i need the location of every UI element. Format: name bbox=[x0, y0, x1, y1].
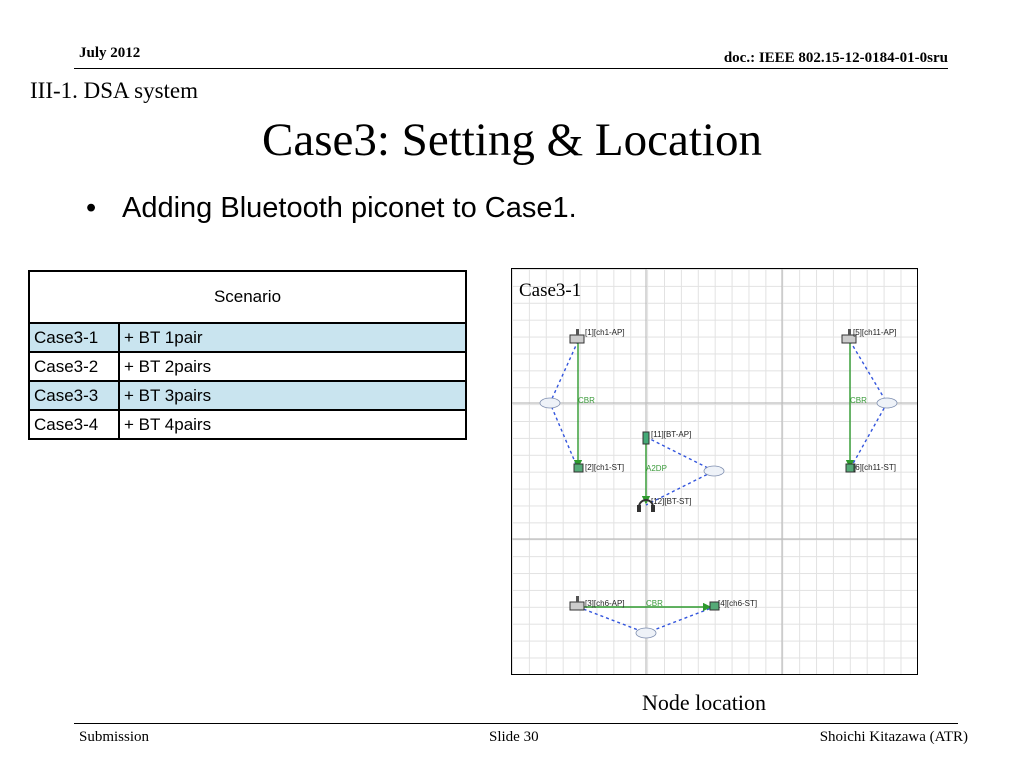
node-label: [12][BT-ST] bbox=[651, 497, 691, 506]
node-label: [3][ch6-AP] bbox=[585, 599, 625, 608]
scenario-table: Scenario Case3-1 + BT 1pair Case3-2 + BT… bbox=[28, 270, 467, 440]
desc-cell: + BT 1pair bbox=[118, 322, 467, 353]
node-label: [6][ch11-ST] bbox=[853, 463, 896, 472]
link-label: CBR bbox=[850, 396, 867, 405]
footer-author: Shoichi Kitazawa (ATR) bbox=[819, 729, 968, 745]
node-label: [11][BT-AP] bbox=[651, 430, 691, 439]
node-icons bbox=[569, 329, 857, 611]
cloud-icons bbox=[539, 397, 898, 639]
network-diagram-svg: [1][ch1-AP] [2][ch1-ST] [5][ch11-AP] [6]… bbox=[512, 269, 917, 674]
slide-title: Case3: Setting & Location bbox=[262, 114, 762, 166]
node-location-diagram: [1][ch1-AP] [2][ch1-ST] [5][ch11-AP] [6]… bbox=[511, 268, 918, 675]
access-point-icon bbox=[569, 329, 585, 344]
node-label: [1][ch1-AP] bbox=[585, 328, 625, 337]
bullet-text: Adding Bluetooth piconet to Case1. bbox=[122, 192, 577, 224]
desc-cell: + BT 2pairs bbox=[118, 351, 467, 382]
case-cell: Case3-2 bbox=[28, 351, 120, 382]
headset-icon bbox=[637, 499, 655, 512]
table-row: Case3-4 + BT 4pairs bbox=[28, 409, 467, 440]
bullet-marker: • bbox=[86, 192, 97, 224]
access-point-icon bbox=[569, 596, 585, 611]
link-label: A2DP bbox=[646, 464, 667, 473]
case-cell: Case3-1 bbox=[28, 322, 120, 353]
link-label: CBR bbox=[646, 599, 663, 608]
case-cell: Case3-3 bbox=[28, 380, 120, 411]
header-date: July 2012 bbox=[79, 45, 141, 61]
diagram-caption: Node location bbox=[642, 690, 767, 715]
station-icon bbox=[709, 601, 720, 611]
case-cell: Case3-4 bbox=[28, 409, 120, 440]
desc-cell: + BT 4pairs bbox=[118, 409, 467, 440]
node-label: [5][ch11-AP] bbox=[853, 328, 896, 337]
station-icon bbox=[845, 463, 856, 473]
bluetooth-ap-icon bbox=[642, 431, 650, 445]
section-label: III-1. DSA system bbox=[30, 78, 199, 103]
table-header: Scenario bbox=[28, 270, 467, 324]
diagram-title: Case3-1 bbox=[519, 280, 582, 301]
table-row: Case3-3 + BT 3pairs bbox=[28, 380, 467, 411]
station-icon bbox=[573, 463, 584, 473]
table-row: Case3-1 + BT 1pair bbox=[28, 322, 467, 353]
link-label: CBR bbox=[578, 396, 595, 405]
footer-submission: Submission bbox=[79, 729, 150, 745]
header-doc-id: doc.: IEEE 802.15-12-0184-01-0sru bbox=[723, 50, 948, 66]
access-point-icon bbox=[841, 329, 857, 344]
traffic-links bbox=[573, 341, 855, 612]
footer-divider bbox=[74, 723, 958, 724]
dashed-paths bbox=[549, 340, 888, 634]
bullet-item: • Adding Bluetooth piconet to Case1. bbox=[86, 192, 577, 225]
node-label: [2][ch1-ST] bbox=[585, 463, 624, 472]
header-divider bbox=[74, 68, 948, 69]
footer-slide-number: Slide 30 bbox=[489, 729, 539, 745]
table-row: Case3-2 + BT 2pairs bbox=[28, 351, 467, 382]
node-label: [4][ch6-ST] bbox=[718, 599, 757, 608]
desc-cell: + BT 3pairs bbox=[118, 380, 467, 411]
